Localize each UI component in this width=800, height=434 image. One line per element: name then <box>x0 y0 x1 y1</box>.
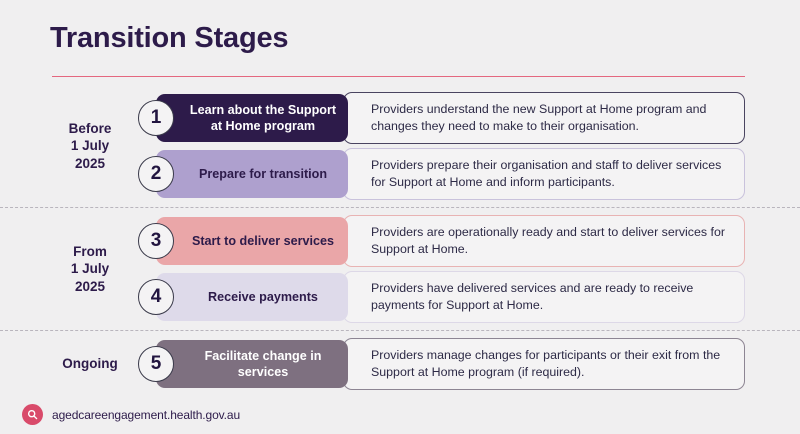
stage-rows: Providers manage changes for participant… <box>138 336 800 392</box>
stage-rows: Providers understand the new Support at … <box>138 90 800 202</box>
title-divider <box>52 76 745 77</box>
stage-pill-3[interactable]: Start to deliver services <box>156 217 348 265</box>
stage-group-before: Before 1 July 2025 Providers understand … <box>0 85 800 207</box>
footer-url-label[interactable]: agedcareengagement.health.gov.au <box>52 407 241 422</box>
period-line: From <box>73 244 107 260</box>
period-line: 1 July <box>70 261 110 277</box>
stage-description-card-1: Providers understand the new Support at … <box>343 92 745 144</box>
period-line: Ongoing <box>62 356 118 372</box>
stage-description-card-5: Providers manage changes for participant… <box>343 338 745 390</box>
stage-row-2: Providers prepare their organisation and… <box>138 146 800 202</box>
stage-group-from: From 1 July 2025 Providers are operation… <box>0 207 800 330</box>
search-circle-icon <box>22 404 43 425</box>
stage-group-ongoing: Ongoing Providers manage changes for par… <box>0 330 800 397</box>
stage-pill-5[interactable]: Facilitate change in services <box>156 340 348 388</box>
stage-pill-2[interactable]: Prepare for transition <box>156 150 348 198</box>
stage-description-card-2: Providers prepare their organisation and… <box>343 148 745 200</box>
stage-number-5: 5 <box>138 346 174 382</box>
stage-number-3: 3 <box>138 223 174 259</box>
stage-rows: Providers are operationally ready and st… <box>138 213 800 325</box>
period-line: 2025 <box>74 155 106 171</box>
stage-number-2: 2 <box>138 156 174 192</box>
stage-row-4: Providers have delivered services and ar… <box>138 269 800 325</box>
stage-pill-4[interactable]: Receive payments <box>156 273 348 321</box>
stage-number-1: 1 <box>138 100 174 136</box>
period-line: 2025 <box>74 278 106 294</box>
stage-number-4: 4 <box>138 279 174 315</box>
period-label-from: From 1 July 2025 <box>42 243 138 294</box>
stage-row-1: Providers understand the new Support at … <box>138 90 800 146</box>
stage-description-card-3: Providers are operationally ready and st… <box>343 215 745 267</box>
page-title: Transition Stages <box>50 22 289 54</box>
stage-description-card-4: Providers have delivered services and ar… <box>343 271 745 323</box>
stage-row-3: Providers are operationally ready and st… <box>138 213 800 269</box>
period-label-ongoing: Ongoing <box>42 355 138 372</box>
stages-container: Before 1 July 2025 Providers understand … <box>0 85 800 397</box>
footer: agedcareengagement.health.gov.au <box>22 404 240 425</box>
period-label-before: Before 1 July 2025 <box>42 120 138 171</box>
period-line: Before <box>68 121 112 137</box>
period-line: 1 July <box>70 138 110 154</box>
stage-pill-1[interactable]: Learn about the Support at Home program <box>156 94 348 142</box>
stage-row-5: Providers manage changes for participant… <box>138 336 800 392</box>
